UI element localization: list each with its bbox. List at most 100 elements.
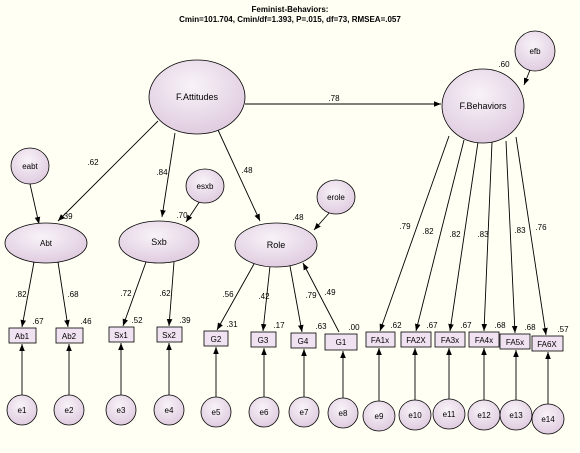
arrow-fbeh-fa5x <box>505 140 518 334</box>
coef-sxb-sx2: .62 <box>159 289 171 298</box>
observed-fa5x <box>499 333 531 350</box>
disturbance-eabt <box>10 147 50 185</box>
latent-f-behaviors <box>441 68 525 144</box>
r2-g1: .00 <box>348 323 360 332</box>
fit-statistics: Cmin=101.704, Cmin/df=1.393, P=.015, df=… <box>179 15 401 24</box>
error-e6-label: e6 <box>260 408 269 417</box>
arrow-g1-role <box>302 262 340 333</box>
disturbance-erole <box>316 179 356 215</box>
coef-fbeh-fa6x: .76 <box>535 223 547 232</box>
coef-fbeh-fa5x: .83 <box>514 226 526 235</box>
observed-g2 <box>203 330 229 347</box>
observed-ab2 <box>55 327 84 344</box>
latent-f-attitudes <box>148 59 246 135</box>
error-e8 <box>327 397 359 429</box>
observed-g3-label: G3 <box>258 336 269 345</box>
r-squared-values: .60 .39 .70 .48 .67 .46 .52 .39 .31 .17 … <box>32 60 569 334</box>
r2-fa6x: .57 <box>557 325 569 334</box>
arrow-fbeh-fa4x <box>481 141 493 332</box>
coef-sxb-sx1: .72 <box>120 289 132 298</box>
observed-g4 <box>290 332 317 349</box>
observed-fa6x-label: FA6X <box>537 340 557 349</box>
arrow-eabt-abt <box>29 183 41 225</box>
coef-fbeh-fa1x: .79 <box>399 222 411 231</box>
error-e9 <box>362 400 396 432</box>
observed-fa6x <box>531 335 564 352</box>
latent-variables: F.Attitudes F.Behaviors Abt Sxb Role <box>4 59 525 268</box>
error-e2-label: e2 <box>65 406 74 415</box>
error-e13-label: e13 <box>509 411 523 420</box>
arrow-abt-ab2 <box>57 261 70 328</box>
coef-fbeh-fa4x: .83 <box>477 230 489 239</box>
latent-sxb-label: Sxb <box>151 237 167 247</box>
error-e8-label: e8 <box>339 409 348 418</box>
observed-sx1-label: Sx1 <box>114 331 128 340</box>
latent-abt <box>4 222 88 264</box>
disturbance-terms: efb eabt esxb erole <box>10 30 556 215</box>
coef-role-g3: .42 <box>258 292 270 301</box>
r2-sx2: .39 <box>179 316 191 325</box>
r2-g3: .17 <box>273 321 285 330</box>
arrow-role-g4 <box>289 265 304 333</box>
error-e3 <box>105 394 137 426</box>
error-e3-label: e3 <box>117 406 126 415</box>
observed-sx2 <box>156 326 183 343</box>
error-e10-label: e10 <box>408 411 422 420</box>
r2-ab2: .46 <box>80 317 92 326</box>
coef-abt-ab2: .68 <box>67 290 79 299</box>
latent-sxb <box>118 220 200 264</box>
r2-fbeh: .60 <box>498 60 510 69</box>
observed-ab1 <box>8 327 37 344</box>
observed-g2-label: G2 <box>211 335 222 344</box>
observed-fa4x <box>468 331 500 348</box>
coef-g1-role: .49 <box>324 288 336 297</box>
observed-fa1x-label: FA1x <box>371 336 389 345</box>
arrow-erole-role <box>313 211 331 231</box>
coef-fatt-sxb: .84 <box>156 168 168 177</box>
coef-fbeh-fa3x: .82 <box>449 230 461 239</box>
observed-fa3x <box>434 331 466 348</box>
error-e7 <box>288 396 320 428</box>
error-e14 <box>531 403 565 435</box>
error-e9-label: e9 <box>375 412 384 421</box>
latent-role-label: Role <box>267 240 286 250</box>
observed-fa2x <box>400 331 432 348</box>
r2-fa3x: .67 <box>460 321 472 330</box>
coef-fatt-role: .48 <box>241 166 253 175</box>
r2-abt: .39 <box>61 212 73 221</box>
arrow-fbeh-fa3x <box>448 141 479 332</box>
arrow-sxb-sx1 <box>122 261 147 327</box>
error-e1-label: e1 <box>18 406 27 415</box>
arrow-role-g2 <box>216 263 255 331</box>
observed-fa4x-label: FA4x <box>475 336 493 345</box>
r2-sxb: .70 <box>176 211 188 220</box>
disturbance-eabt-label: eabt <box>22 162 38 171</box>
observed-variables: Ab1 Ab2 Sx1 Sx2 G2 G3 G4 G1 FA1x FA2X FA… <box>8 326 564 352</box>
arrow-sxb-sx2 <box>166 261 175 327</box>
coef-abt-ab1: .82 <box>15 290 27 299</box>
disturbance-erole-label: erole <box>327 193 345 202</box>
error-e11 <box>432 398 466 430</box>
error-e7-label: e7 <box>300 408 309 417</box>
observed-sx1 <box>108 326 135 343</box>
observed-fa3x-label: FA3x <box>441 336 459 345</box>
error-e13 <box>499 399 533 431</box>
r2-fa4x: .68 <box>494 321 506 330</box>
r2-ab1: .67 <box>32 317 44 326</box>
arrow-fatt-sxb <box>160 132 176 218</box>
arrow-esxb-sxb <box>185 200 201 223</box>
r2-g2: .31 <box>226 320 238 329</box>
observed-ab1-label: Ab1 <box>15 332 30 341</box>
observed-fa5x-label: FA5x <box>506 338 524 347</box>
diagram-title: Feminist-Behaviors: <box>252 5 329 14</box>
r2-role: .48 <box>292 213 304 222</box>
path-arrows <box>19 69 551 404</box>
r2-sx1: .52 <box>131 316 143 325</box>
disturbance-efb <box>514 30 556 72</box>
observed-g1-label: G1 <box>336 338 347 347</box>
observed-sx2-label: Sx2 <box>162 331 176 340</box>
error-e14-label: e14 <box>541 415 555 424</box>
arrow-fbeh-fa1x <box>379 135 450 332</box>
error-e6 <box>248 396 280 428</box>
